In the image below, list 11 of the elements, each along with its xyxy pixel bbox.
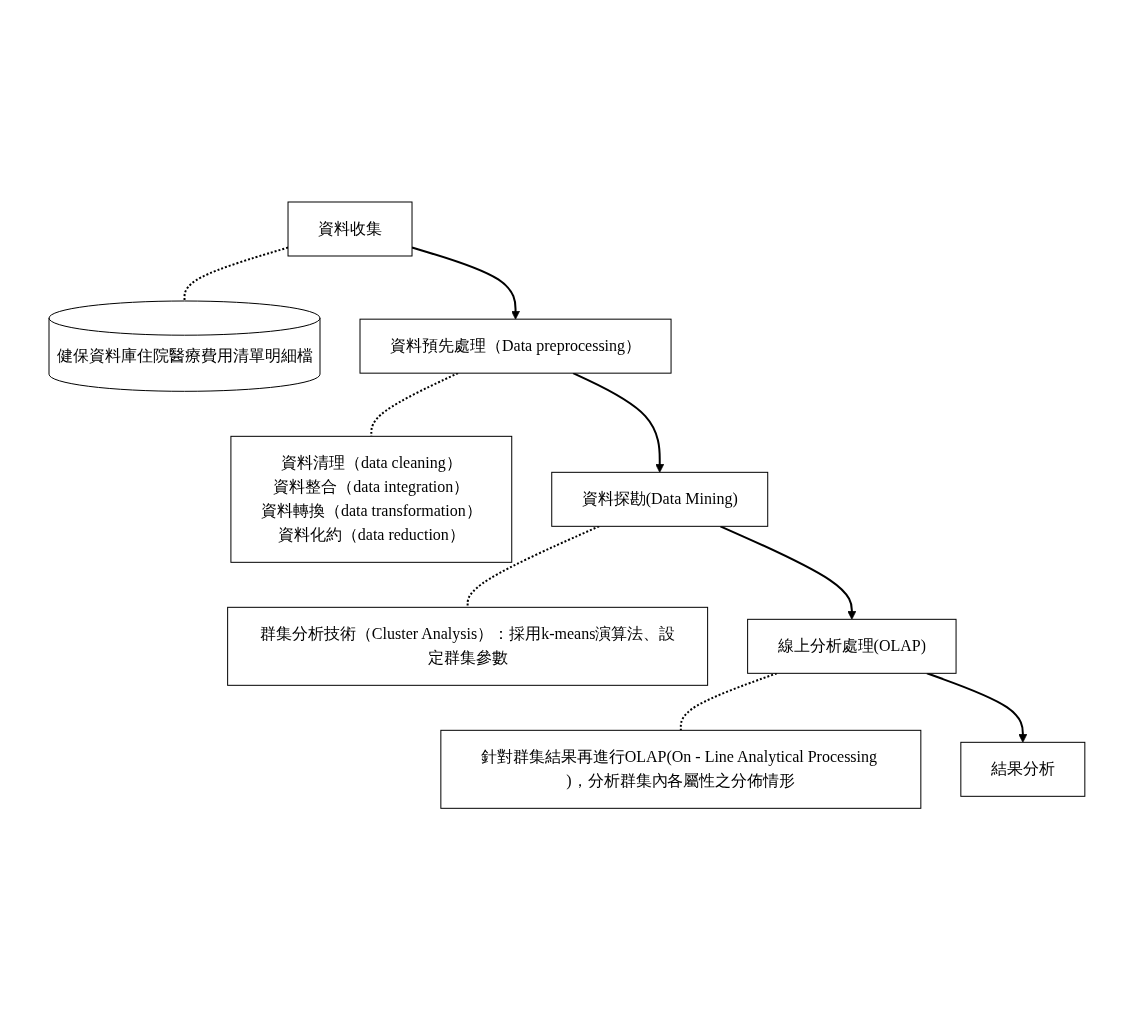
node-box: 針對群集結果再進行OLAP(On - Line Analytical Processing )，分析群集內各屬性之分佈情形 xyxy=(439,729,921,809)
arrow xyxy=(410,246,520,320)
arrow xyxy=(719,525,856,620)
node-box: 群集分析技術（Cluster Analysis）：採用k-means演算法、設定群集參數 xyxy=(226,606,708,686)
connector xyxy=(183,246,289,302)
node-box: 資料清理（data cleaning） 資料整合（data integration） 資料轉換（data transformation） 資料化約（data reduction） xyxy=(230,435,512,563)
node-box: 資料探勘(Data Mining) xyxy=(550,471,768,527)
node-box: 資料收集 xyxy=(287,201,413,257)
node-box: 資料預先處理（Data preprocessing） xyxy=(359,318,672,374)
node-box: 線上分析處理(OLAP) xyxy=(746,618,957,674)
node-box: 結果分析 xyxy=(959,741,1085,797)
